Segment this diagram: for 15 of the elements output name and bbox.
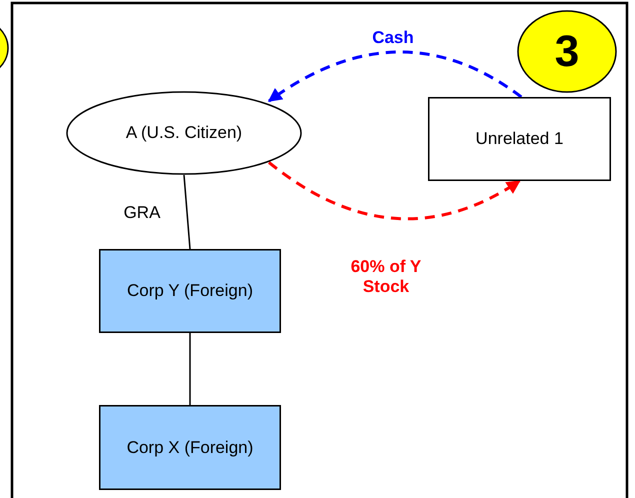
node-label: A (U.S. Citizen)	[124, 122, 244, 144]
dashed-arrow	[268, 161, 521, 220]
step-number: 3	[554, 26, 580, 78]
node-label: Unrelated 1	[474, 128, 564, 150]
dashed-arrow	[268, 50, 522, 102]
entity-ellipse	[66, 91, 302, 175]
step-number-badge	[517, 10, 617, 93]
entity-box	[428, 97, 611, 181]
connector-line	[183, 174, 191, 250]
connector-line	[189, 333, 191, 405]
relationship-label: GRA	[122, 203, 162, 223]
node-label: Corp Y (Foreign)	[126, 280, 254, 302]
corporation-box	[99, 405, 281, 490]
node-label: Corp X (Foreign)	[126, 436, 254, 458]
corporation-box	[99, 249, 281, 333]
